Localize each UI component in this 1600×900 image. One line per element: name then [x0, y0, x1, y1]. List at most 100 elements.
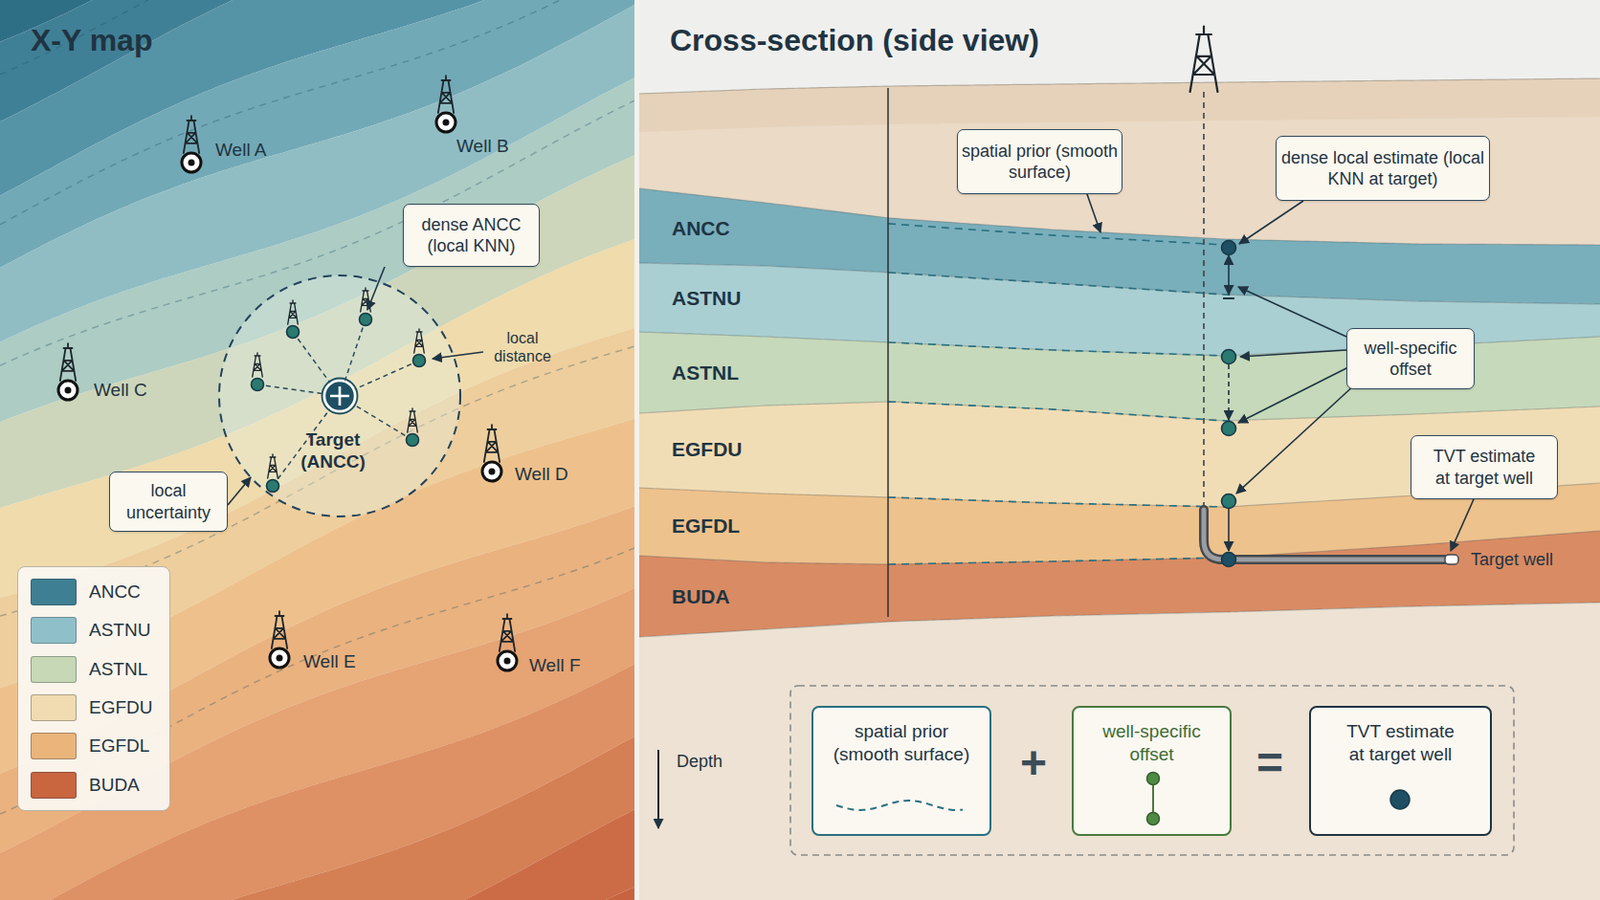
- estimate-icon-dot: [1390, 790, 1410, 810]
- leader-arrow: [1087, 194, 1101, 233]
- contour-line: [0, 0, 635, 225]
- layer-name: EGFDU: [671, 437, 743, 462]
- text-label: Well C: [93, 379, 148, 402]
- box-text: TVT estimate at target well: [1427, 445, 1541, 489]
- layer-name: EGFDL: [671, 513, 740, 538]
- derrick-symbol: [438, 75, 454, 113]
- leader-arrow: [1236, 384, 1356, 494]
- well-dot: [65, 387, 72, 395]
- neighbour-well: [266, 480, 280, 493]
- contour-line: [0, 544, 635, 815]
- legend-swatch: [30, 694, 77, 722]
- legend-row: BUDA: [30, 769, 170, 802]
- offset-tick: [1222, 297, 1235, 300]
- well-dot: [443, 119, 450, 127]
- leader-arrow: [1227, 255, 1230, 295]
- map-band: [0, 805, 635, 900]
- leader-arrow: [1450, 499, 1474, 552]
- well-dot: [504, 658, 512, 666]
- equation-box: spatial prior (smooth surface): [811, 706, 992, 837]
- ground-surface: [639, 78, 1600, 94]
- estimate-point: [1222, 553, 1237, 568]
- ground: [639, 78, 1600, 900]
- well-dot: [276, 655, 284, 663]
- legend-label: ASTNU: [88, 620, 151, 642]
- callout-box: well-specific offset: [1346, 328, 1475, 390]
- estimate-point: [1222, 350, 1237, 365]
- layer-boundary: [639, 263, 1600, 305]
- well-symbol: [497, 651, 517, 671]
- legend-label: EGFDL: [88, 735, 150, 757]
- xy-map: [0, 0, 635, 900]
- well-symbol: [181, 153, 201, 173]
- neighbour-well: [359, 313, 373, 327]
- spatial-prior-line: [888, 272, 1233, 295]
- panel-divider: [634, 0, 640, 900]
- derrick-symbol: [499, 614, 515, 652]
- well-dot: [188, 159, 196, 167]
- text-label: local distance: [485, 329, 560, 366]
- leader-arrow: [1239, 200, 1304, 245]
- wellbore-trace: [1202, 91, 1205, 512]
- derrick-symbol: [484, 424, 500, 463]
- topsoil: [639, 78, 1600, 133]
- layer-boundary: [639, 531, 1600, 565]
- leader-arrow: [1227, 509, 1230, 552]
- legend-swatch: [30, 617, 77, 645]
- strata-layer: [639, 401, 1600, 508]
- equation-box: TVT estimate at target well: [1309, 706, 1492, 837]
- spatial-prior-line: [888, 556, 1233, 564]
- derrick-symbol: [414, 329, 425, 354]
- leader-arrow: [1227, 364, 1230, 421]
- derrick-symbol: [407, 408, 419, 433]
- well-toe: [1444, 555, 1459, 565]
- leader-arrow: [1238, 367, 1349, 423]
- derrick-symbol: [183, 115, 200, 154]
- well-symbol: [269, 648, 289, 668]
- callout-box: TVT estimate at target well: [1410, 435, 1558, 500]
- legend-box: ANCCASTNUASTNLEGFDUEGFDLBUDA: [17, 566, 171, 812]
- box-text: well-specific offset: [1347, 337, 1474, 381]
- text-label: Well A: [215, 139, 267, 162]
- leader-arrow: [227, 477, 251, 506]
- target-symbol: [324, 380, 356, 412]
- panel-title: Cross-section (side view): [669, 22, 1040, 59]
- layer-name: ASTNU: [671, 286, 741, 311]
- layer-boundary: [639, 602, 1600, 638]
- map-band: [0, 884, 635, 900]
- text-label: =: [1256, 735, 1284, 792]
- well-pipe-outline: [1203, 510, 1449, 560]
- derrick-symbol: [267, 454, 279, 479]
- legend-label: ANCC: [88, 581, 141, 603]
- leader-arrow: [367, 266, 385, 311]
- legend-swatch: [30, 772, 77, 800]
- legend-row: ASTNU: [30, 614, 170, 647]
- neighbour-well: [251, 378, 265, 392]
- callout-box: spatial prior (smooth surface): [956, 129, 1123, 195]
- legend-label: BUDA: [88, 775, 140, 797]
- contour-line: [0, 0, 635, 75]
- leader-arrow: [1238, 287, 1347, 337]
- depth-arrow: [657, 750, 660, 829]
- section-marker-line: [887, 88, 889, 618]
- legend-label: ASTNL: [88, 659, 148, 681]
- box-text: spatial prior (smooth surface): [822, 720, 981, 767]
- box-text: dense local estimate (local KNN at targe…: [1276, 147, 1489, 191]
- derrick-symbol: [271, 611, 288, 649]
- layer-name: ANCC: [671, 216, 731, 241]
- derrick-symbol: [288, 300, 299, 325]
- legend-swatch: [30, 656, 77, 684]
- text-label: Well B: [456, 135, 510, 158]
- legend-swatch: [30, 733, 77, 760]
- box-text: well-specific offset: [1080, 720, 1224, 767]
- spatial-prior-line: [888, 342, 1233, 356]
- neighbourhood-circle: [219, 275, 461, 517]
- box-text: spatial prior (smooth surface): [957, 140, 1122, 184]
- neighbour-well: [413, 355, 426, 368]
- legend-swatch: [30, 578, 77, 606]
- smooth-surface-icon: [836, 800, 963, 811]
- derrick-symbol: [360, 288, 372, 312]
